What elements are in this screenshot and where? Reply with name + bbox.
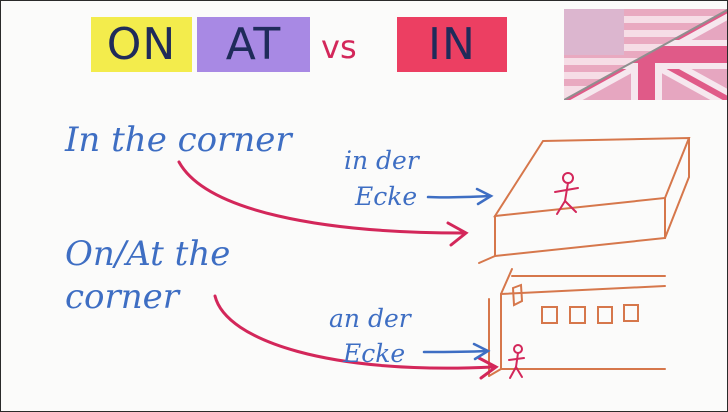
- vs-label: vs: [321, 28, 357, 66]
- at-label: AT: [197, 17, 310, 72]
- text-ecke-top: Ecke: [355, 182, 418, 211]
- text-an-der: an der: [329, 304, 411, 333]
- text-on-at-the: On/At the: [65, 234, 231, 274]
- text-in-the-corner: In the corner: [65, 120, 292, 160]
- figure-in-room: [554, 172, 579, 215]
- text-ecke-bottom: Ecke: [343, 339, 406, 368]
- arrow-blue-bottom: [422, 349, 488, 354]
- us-uk-flag-icon: [564, 9, 727, 100]
- arrow-blue-top: [426, 194, 491, 199]
- room-box: [478, 136, 691, 264]
- arrow-red-top: [177, 160, 465, 235]
- arrow-red-bottom: [213, 294, 495, 370]
- text-corner: corner: [65, 277, 180, 317]
- in-label: IN: [397, 17, 507, 72]
- figure-at-corner: [508, 344, 525, 379]
- on-label: ON: [91, 17, 192, 72]
- building: [488, 268, 666, 377]
- text-in-der: in der: [344, 146, 419, 175]
